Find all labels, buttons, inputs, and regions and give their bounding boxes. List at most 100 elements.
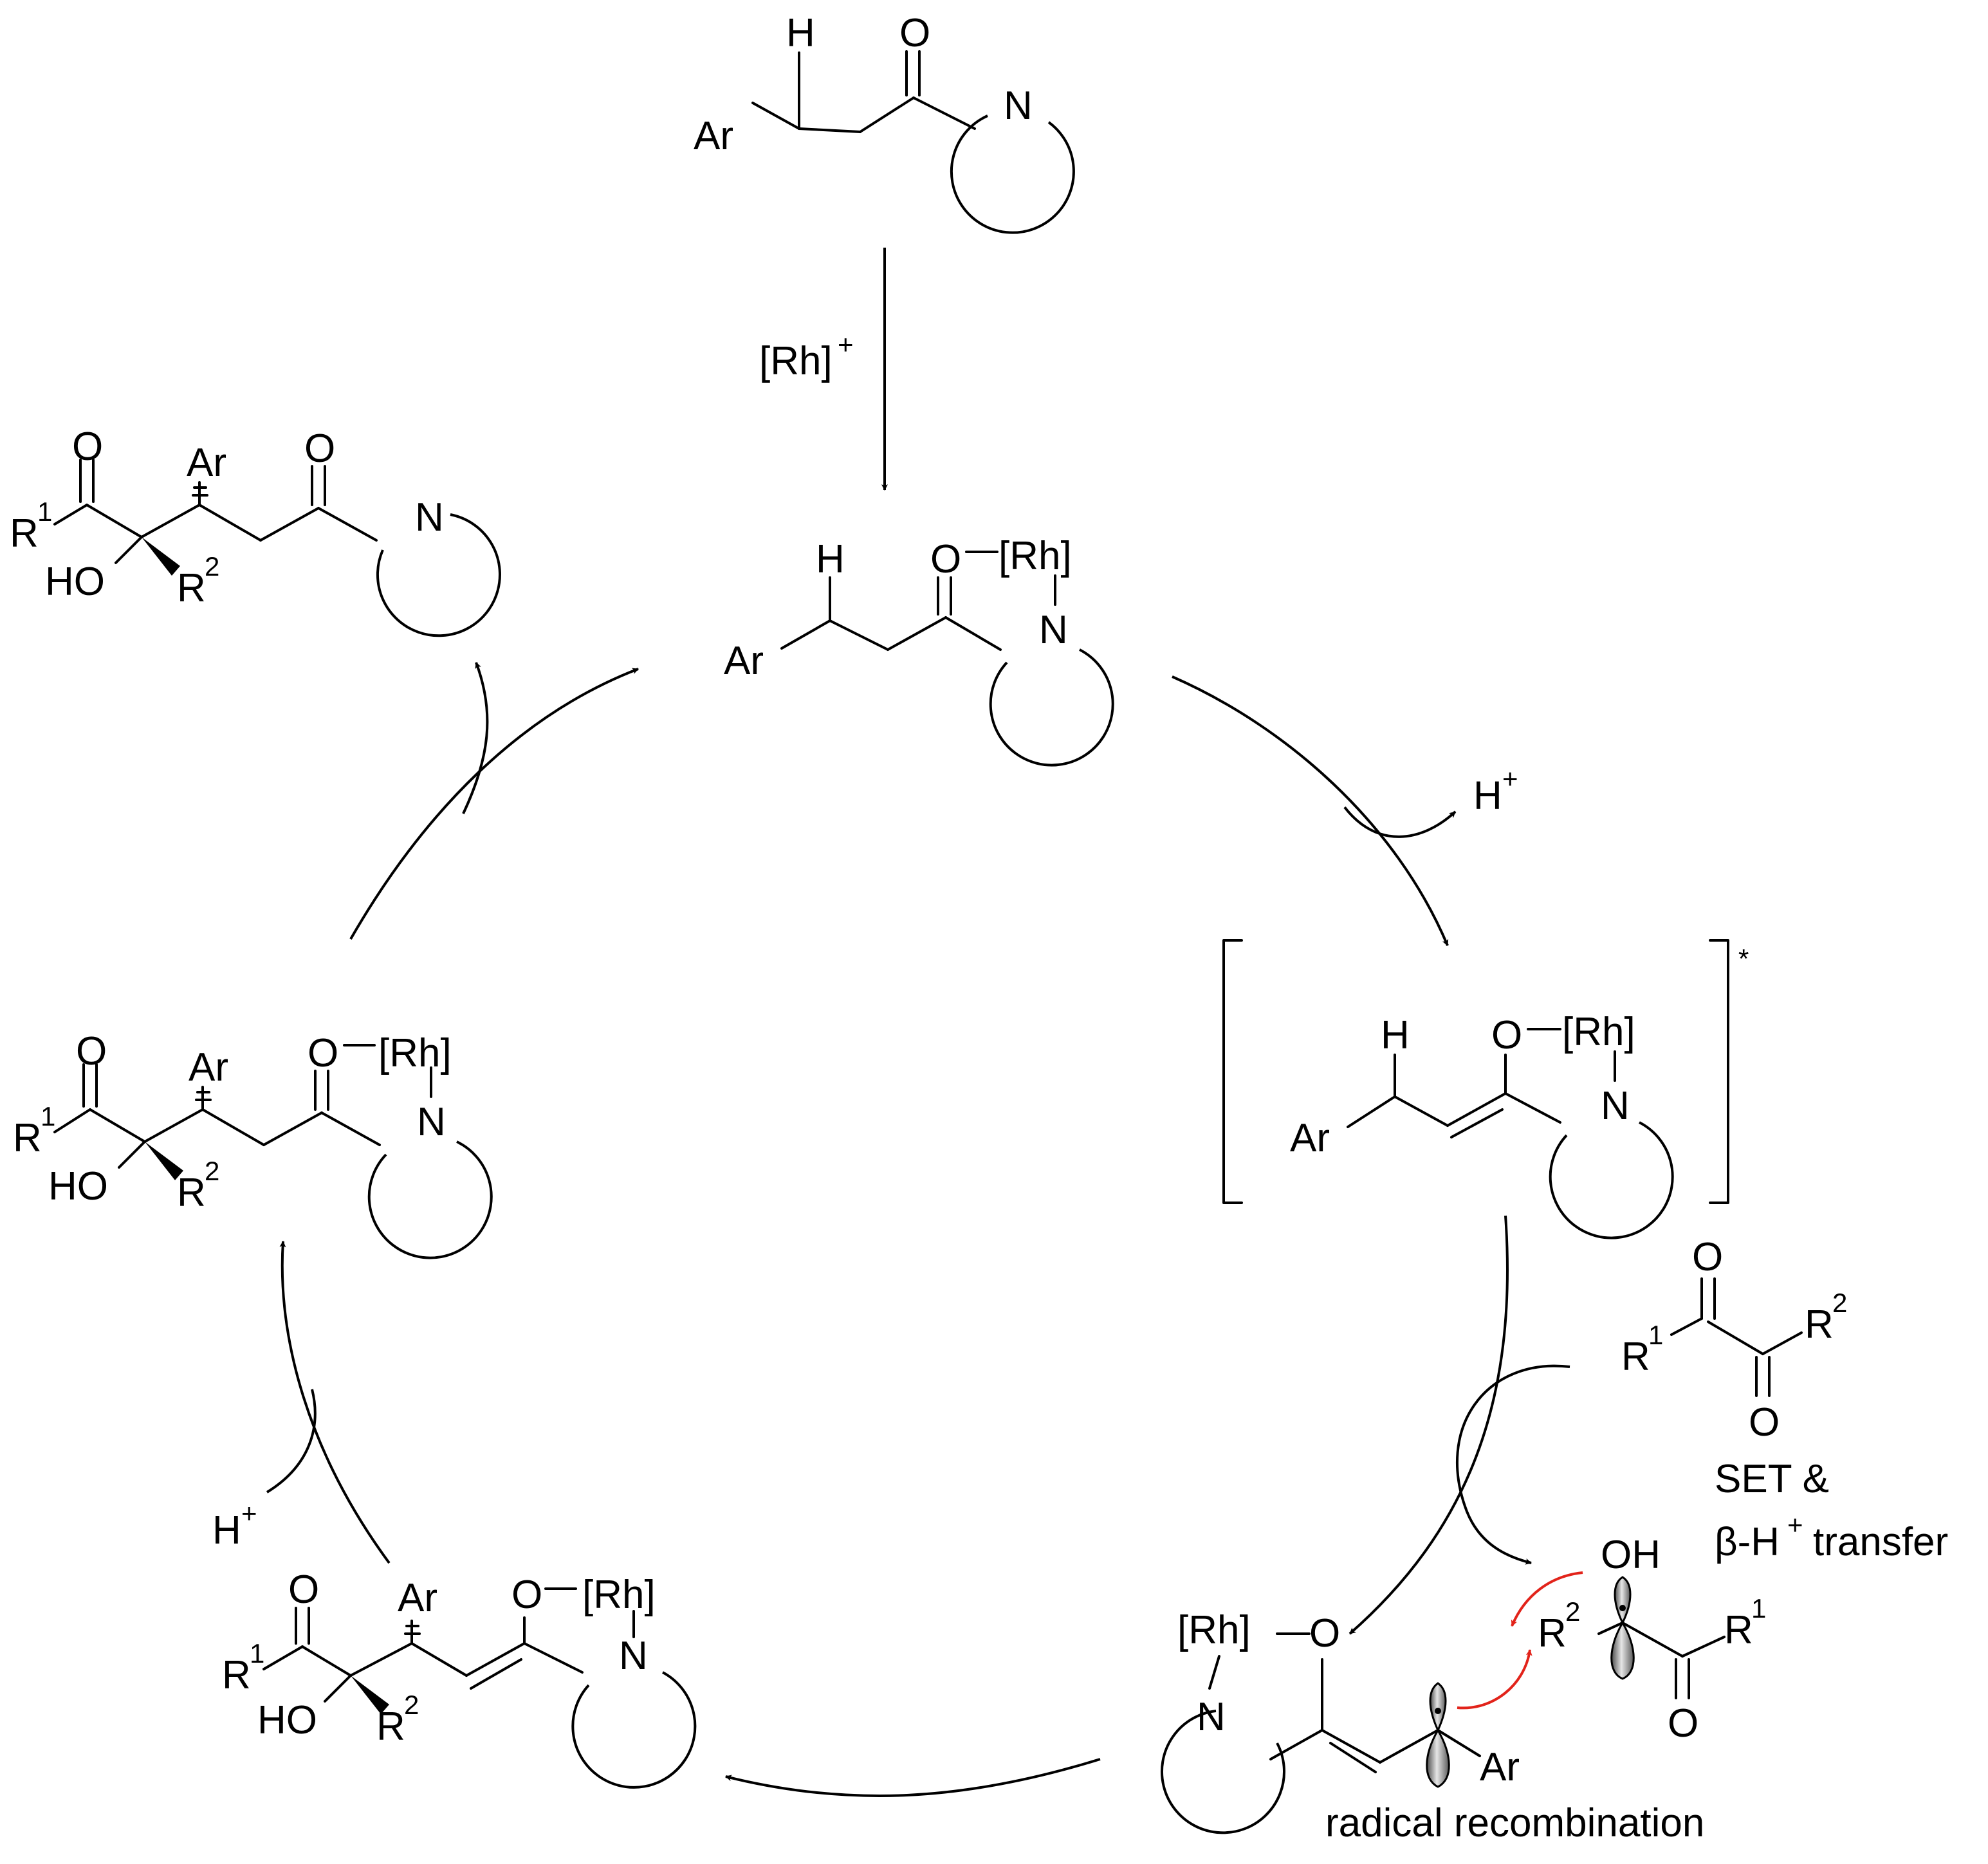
product-release-arrow [462, 662, 489, 814]
transfer-label: transfer [1813, 1520, 1948, 1564]
proton-charge: + [241, 1498, 257, 1528]
catalyst-regeneration-arrow [349, 668, 639, 940]
rh-label: [Rh] [999, 534, 1072, 578]
proton-label: H [212, 1508, 241, 1553]
n-label: N [1197, 1695, 1226, 1739]
oh-label: OH [1601, 1533, 1661, 1577]
excited-enolate-molecule: * Ar H O [Rh] N [1222, 939, 1749, 1239]
r1-index: 1 [41, 1101, 55, 1131]
o-label: O [1668, 1701, 1698, 1746]
radical-dot [1619, 1605, 1626, 1611]
rh-label: [Rh] [378, 1031, 452, 1075]
r1-label: R [1724, 1608, 1753, 1652]
catalyst-label: [Rh] [759, 339, 833, 383]
catalyst-charge: + [838, 329, 854, 360]
rh-label: [Rh] [582, 1573, 656, 1617]
n-label: N [417, 1100, 446, 1144]
r2-label: R [376, 1704, 405, 1749]
o-label: O [288, 1567, 319, 1612]
substrate-molecule: Ar H O N [694, 11, 1075, 234]
recombination-arrow [725, 1758, 1101, 1797]
set-arrow [1348, 1215, 1509, 1635]
final-product-molecule: O R 1 HO R 2 Ar O N [10, 425, 501, 637]
radical-arrow-1 [1511, 1571, 1583, 1627]
rh-enolate-adduct-molecule: O R 1 HO R 2 Ar O [Rh] N [222, 1567, 697, 1789]
radical-arrow-2 [1457, 1649, 1532, 1710]
proton-label: H [1473, 774, 1502, 818]
n-label: N [619, 1634, 648, 1678]
r2-index: 2 [404, 1690, 419, 1720]
diketone-addition-arrow [1456, 1364, 1570, 1565]
aryl-label: Ar [398, 1576, 437, 1620]
excited-state-mark: * [1738, 944, 1749, 974]
aryl-label: Ar [694, 114, 733, 158]
enolate-radical-molecule: [Rh] O N Ar [1161, 1608, 1520, 1834]
rh-product-complex-molecule: O R 1 HO R 2 Ar O [Rh] N [13, 1029, 493, 1259]
r2-label: R [1538, 1611, 1567, 1656]
n-label: N [1039, 608, 1068, 652]
r2-index: 2 [1565, 1596, 1580, 1627]
ho-label: HO [45, 560, 105, 604]
deprotonation-arrow [1172, 675, 1449, 946]
r2-label: R [1805, 1302, 1834, 1347]
proton-release-arrow [1343, 806, 1457, 838]
r1-index: 1 [37, 497, 52, 527]
r1-index: 1 [250, 1638, 264, 1668]
o-label: O [511, 1573, 542, 1617]
wedge-bond [142, 537, 180, 576]
o-label: O [72, 425, 103, 469]
r2-index: 2 [205, 1156, 219, 1186]
aryl-label: Ar [724, 639, 764, 683]
h-label: H [816, 537, 845, 581]
radical-dot [1435, 1708, 1441, 1714]
r1-label: R [1621, 1335, 1650, 1379]
rh-label: [Rh] [1562, 1010, 1635, 1054]
p-orbital-upper [1614, 1576, 1632, 1625]
n-label: N [415, 495, 444, 540]
wedge-bond [351, 1676, 389, 1714]
beta-h-label: β-H [1715, 1520, 1780, 1564]
o-label: O [76, 1029, 107, 1074]
o-label: O [899, 11, 930, 55]
proton-uptake-arrow [266, 1389, 317, 1494]
radical-recombination-label: radical recombination [1325, 1801, 1704, 1845]
aryl-label: Ar [189, 1045, 228, 1090]
o-label: O [930, 537, 961, 581]
set-label: SET & [1715, 1457, 1829, 1501]
wedge-bond [145, 1142, 183, 1180]
r1-label: R [13, 1116, 42, 1160]
o-label: O [1491, 1013, 1522, 1057]
diketone-molecule: R 1 O R 2 O [1621, 1235, 1847, 1445]
o-label: O [304, 426, 335, 471]
p-orbital-upper [1429, 1682, 1447, 1733]
ketyl-radical-molecule: OH R 2 R 1 O [1538, 1533, 1766, 1746]
ho-label: HO [257, 1698, 317, 1742]
r1-index: 1 [1751, 1593, 1766, 1623]
aryl-label: Ar [1480, 1745, 1520, 1789]
o-label: O [1749, 1400, 1780, 1445]
r1-label: R [222, 1653, 251, 1697]
beta-h-charge: + [1787, 1510, 1803, 1540]
n-label: N [1601, 1084, 1630, 1128]
p-orbital-lower [1610, 1621, 1635, 1680]
aryl-label: Ar [1290, 1116, 1330, 1160]
o-label: O [1309, 1611, 1340, 1656]
r2-label: R [177, 1171, 206, 1215]
p-orbital-lower [1426, 1728, 1450, 1788]
h-label: H [1381, 1013, 1410, 1057]
r1-index: 1 [1648, 1320, 1663, 1350]
r1-label: R [10, 511, 39, 556]
o-label: O [1692, 1235, 1723, 1279]
rh-label: [Rh] [1177, 1608, 1251, 1652]
r2-label: R [177, 566, 206, 610]
h-label: H [786, 11, 815, 55]
rh-complex-molecule: Ar H O [Rh] N [724, 534, 1114, 767]
aryl-label: Ar [187, 441, 226, 485]
ho-label: HO [48, 1164, 108, 1209]
o-label: O [308, 1031, 338, 1075]
r2-index: 2 [205, 551, 219, 581]
r2-index: 2 [1832, 1288, 1847, 1318]
n-label: N [1004, 84, 1033, 128]
